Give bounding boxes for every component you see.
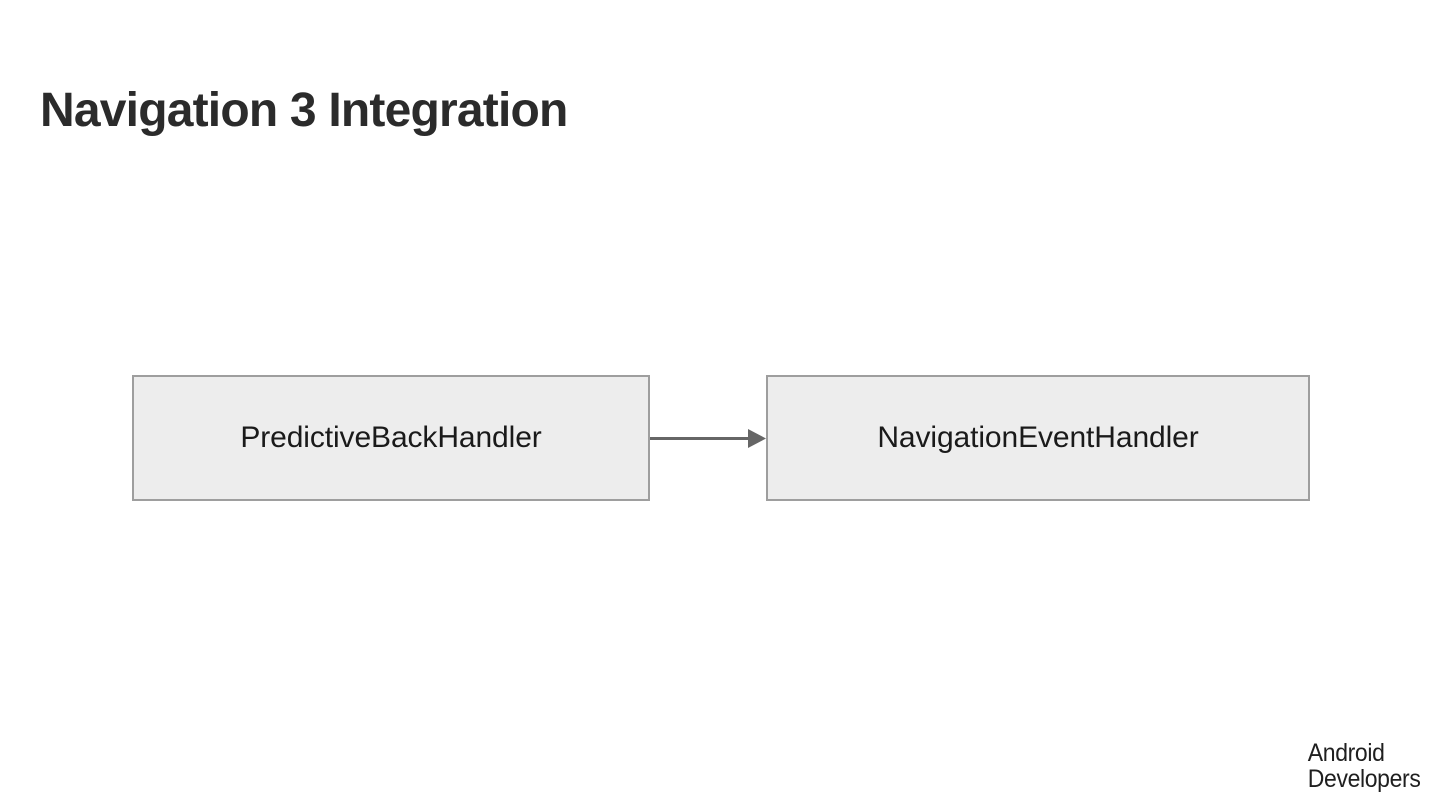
page-title: Navigation 3 Integration bbox=[40, 84, 568, 137]
brand-line-android: Android bbox=[1307, 739, 1385, 767]
android-developers-logo: Android Developers bbox=[1307, 740, 1420, 792]
diagram-node-label: NavigationEventHandler bbox=[877, 421, 1199, 454]
diagram-node-navigation-event-handler: NavigationEventHandler bbox=[766, 375, 1310, 501]
arrow-right-icon bbox=[650, 429, 766, 448]
brand-line-developers: Developers bbox=[1307, 765, 1420, 793]
diagram-node-predictive-back-handler: PredictiveBackHandler bbox=[132, 375, 650, 501]
diagram-node-label: PredictiveBackHandler bbox=[240, 421, 542, 454]
